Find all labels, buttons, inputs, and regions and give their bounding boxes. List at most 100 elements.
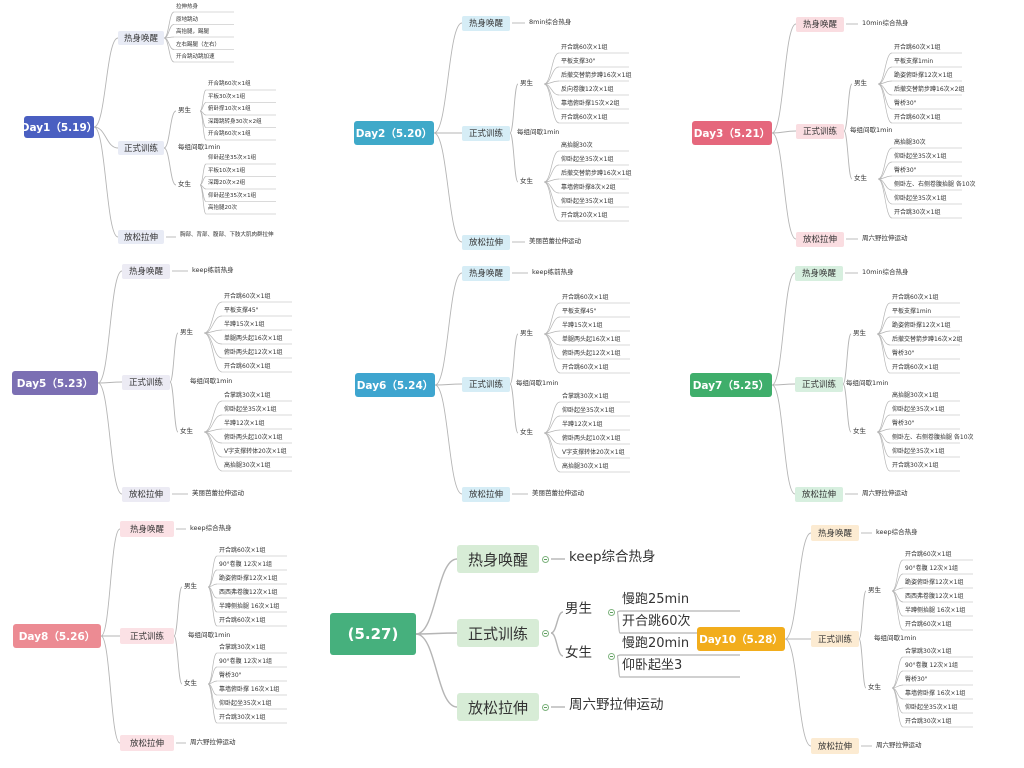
interval-text: 每组间歇1min	[874, 634, 917, 642]
item-connector	[876, 431, 891, 444]
branch-warm[interactable]: 热身唤醒	[120, 521, 174, 537]
exercise-item: 臀桥30"	[892, 420, 915, 427]
exercise-item: V字支撑转体20次×1组	[224, 448, 287, 455]
branch-warm[interactable]: 热身唤醒	[462, 265, 510, 281]
day-root-node[interactable]: (5.27)	[330, 613, 416, 655]
exercise-item: 半蹲12次×1组	[562, 421, 603, 428]
gender-male: 男生	[853, 329, 866, 337]
item-connector	[877, 83, 893, 96]
branch-cool[interactable]: 放松拉伸	[457, 693, 539, 721]
branch-train[interactable]: 正式训练	[462, 376, 510, 392]
exercise-item: 高抬腿30次	[894, 139, 926, 146]
cool-text: 美丽芭蕾拉伸运动	[529, 237, 581, 245]
branch-train[interactable]: 正式训练	[811, 631, 859, 647]
branch-train[interactable]: 正式训练	[457, 619, 539, 647]
item-connector	[891, 687, 904, 714]
exercise-item: 后撤交替箭步蹲16次×1组	[561, 72, 632, 79]
exercise-item: 开合跳60次×1组	[561, 44, 608, 51]
exercise-item: V字支撑转体20次×1组	[562, 449, 625, 456]
branch-train[interactable]: 正式训练	[122, 374, 170, 390]
collapse-toggle[interactable]	[607, 652, 615, 660]
branch-train[interactable]: 正式训练	[796, 123, 844, 139]
exercise-item: 靠墙俯卧撑15次×2组	[561, 100, 620, 107]
exercise-item: 开合跳60次×1组	[894, 44, 941, 51]
branch-warm[interactable]: 热身唤醒	[122, 263, 170, 279]
branch-warm[interactable]: 热身唤醒	[796, 16, 844, 32]
branch-cool[interactable]: 放松拉伸	[118, 230, 164, 244]
collapse-toggle[interactable]	[541, 555, 549, 563]
exercise-item: 平板10次×1组	[208, 167, 246, 174]
gender-connector	[858, 590, 867, 640]
exercise-item: 开合跳60次×1组	[562, 294, 609, 301]
gender-connector	[842, 333, 852, 385]
item-connector	[877, 178, 893, 205]
branch-train[interactable]: 正式训练	[120, 628, 174, 644]
day-root-node[interactable]: Day2（5.20）	[354, 121, 434, 145]
gender-connector	[843, 83, 853, 132]
warm-text: keep练前热身	[192, 266, 234, 274]
day-root-node[interactable]: Day8（5.26）	[13, 624, 101, 648]
day-root-node[interactable]: Day3（5.21）	[692, 121, 772, 145]
item-connector	[891, 590, 904, 631]
branch-train[interactable]: 正式训练	[462, 125, 510, 141]
exercise-item: 深蹲20次×2组	[208, 180, 246, 186]
gender-connector	[843, 130, 853, 180]
exercise-item: 平板支撑30"	[561, 58, 596, 65]
interval-text: 每组间歇1min	[188, 631, 231, 639]
exercise-item: 平板支撑1min	[892, 308, 932, 315]
branch-warm[interactable]: 热身唤醒	[462, 15, 510, 31]
exercise-item: 后撤交替箭步蹲16次×1组	[561, 170, 632, 177]
exercise-item: 平板支撑45"	[224, 307, 259, 314]
warm-text: keep综合热身	[190, 524, 232, 532]
gender-female: 女生	[520, 177, 533, 185]
day-root-node[interactable]: Day6（5.24）	[355, 373, 435, 397]
branch-warm[interactable]: 热身唤醒	[811, 525, 859, 541]
gender-male: 男生	[180, 328, 193, 336]
day-root-node[interactable]: Day1（5.19）	[21, 116, 97, 138]
branch-warm[interactable]: 热身唤醒	[118, 31, 164, 45]
exercise-item: 开合跳60次×1组	[208, 131, 251, 137]
exercise-item: 开合跳60次×1组	[208, 81, 251, 87]
branch-cool[interactable]: 放松拉伸	[122, 486, 170, 502]
branch-train[interactable]: 正式训练	[795, 376, 843, 392]
collapse-toggle[interactable]	[541, 629, 549, 637]
branch-cool[interactable]: 放松拉伸	[462, 486, 510, 502]
item-connector	[876, 333, 891, 360]
branch-cool[interactable]: 放松拉伸	[796, 231, 844, 247]
branch-train[interactable]: 正式训练	[118, 141, 164, 155]
exercise-item: 半蹲15次×1组	[224, 321, 265, 328]
exercise-item: 仰卧起坐35次×1组	[905, 704, 958, 711]
gender-female: 女生	[520, 428, 533, 436]
branch-warm[interactable]: 热身唤醒	[795, 265, 843, 281]
cool-text: 周六野拉伸运动	[876, 741, 922, 749]
collapse-toggle[interactable]	[607, 608, 615, 616]
exercise-item: 高抬腿30次×1组	[562, 463, 609, 470]
exercise-item: 开合跳60次×1组	[224, 293, 271, 300]
branch-cool[interactable]: 放松拉伸	[462, 234, 510, 250]
branch-cool[interactable]: 放松拉伸	[120, 735, 174, 751]
branch-cool[interactable]: 放松拉伸	[811, 738, 859, 754]
day-root-node[interactable]: Day10（5.28）	[697, 627, 785, 651]
exercise-item: 开合跳60次×1组	[892, 294, 939, 301]
exercise-item: 开合跳30次×1组	[905, 718, 952, 725]
day-root-node[interactable]: Day5（5.23）	[12, 371, 98, 395]
cool-text: 胸部、背部、腹部、下肢大肌肉群拉伸	[180, 232, 274, 238]
gender-female: 女生	[184, 679, 197, 687]
warm-text: keep综合热身	[569, 549, 656, 565]
exercise-item: 高抬腿20次	[208, 205, 237, 211]
exercise-item: 俯卧撑10次×1组	[208, 106, 251, 112]
warm-text: 10min综合热身	[862, 19, 909, 27]
exercise-item: 后撤交替箭步蹲16次×2组	[892, 336, 963, 343]
exercise-item: 开合跳60次×1组	[892, 364, 939, 371]
exercise-item: 臀桥30"	[905, 676, 928, 683]
collapse-toggle[interactable]	[541, 703, 549, 711]
branch-warm[interactable]: 热身唤醒	[457, 545, 539, 573]
branch-cool[interactable]: 放松拉伸	[795, 486, 843, 502]
exercise-item: 开合跳60次	[622, 614, 691, 629]
item-connector	[891, 670, 904, 689]
exercise-item: 深蹲跳转身30次×2组	[208, 118, 262, 125]
item-connector	[891, 590, 904, 617]
exercise-item: 合掌跳30次×1组	[224, 392, 271, 399]
day-root-node[interactable]: Day7（5.25）	[690, 373, 772, 397]
